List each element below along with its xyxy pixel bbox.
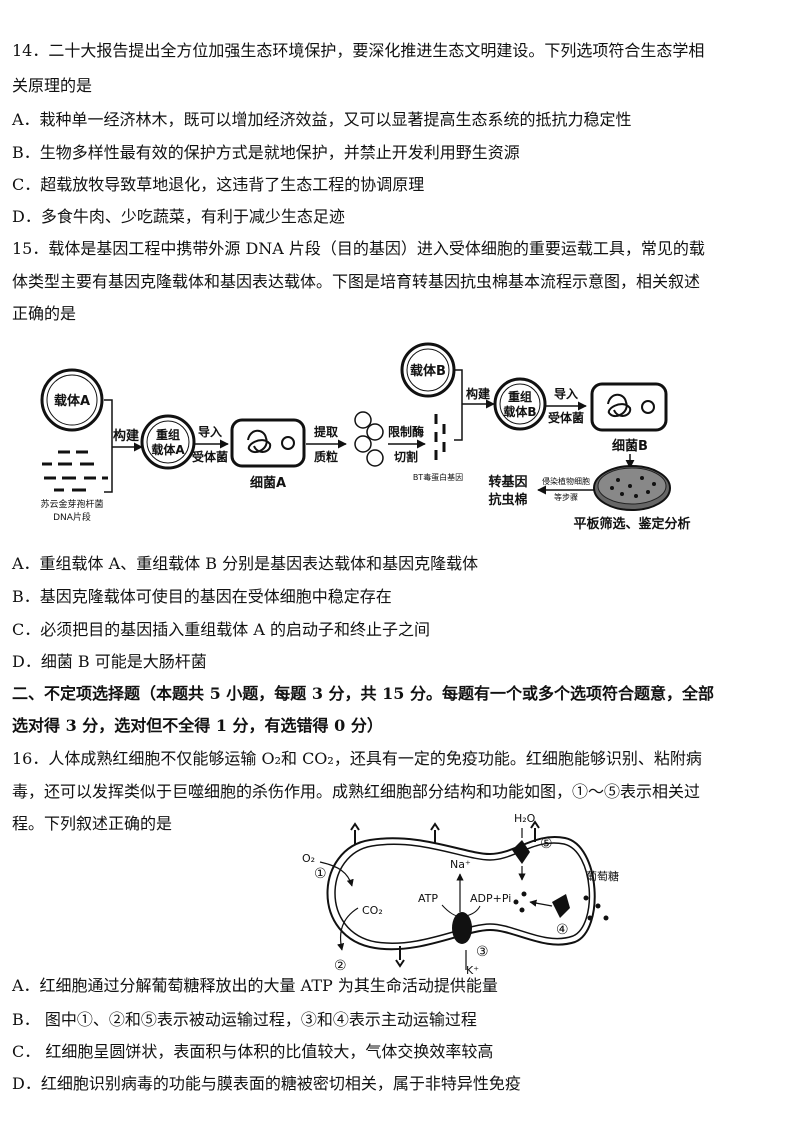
- cell-membrane-outer: [326, 835, 596, 951]
- process-2-label: ②: [334, 958, 347, 974]
- water-channel: [512, 840, 530, 864]
- screen-label: 平板筛选、鉴定分析: [573, 516, 690, 532]
- svg-text:侵染植物细胞: 侵染植物细胞: [542, 476, 590, 486]
- q16-option-b: B． 图中①、②和⑤表示被动运输过程，③和④表示主动运输过程: [12, 1010, 477, 1029]
- q14-option-d: D．多食牛肉、少吃蔬菜，有利于减少生态足迹: [12, 207, 345, 226]
- q15-option-a: A．重组载体 A、重组载体 B 分别是基因表达载体和基因克隆载体: [12, 554, 479, 573]
- q16-red-blood-cell-diagram: O₂ ① CO₂ ② Na⁺ K⁺ ③ ATP ADP+Pi H₂O ⑤ 葡萄糖…: [302, 812, 619, 975]
- q14-stem-line1: 14．二十大报告提出全方位加强生态环境保护，要深化推进生态文明建设。下列选项符合…: [12, 41, 705, 60]
- svg-text:导入: 导入: [198, 424, 222, 439]
- bacteria-b-cell: [590, 382, 668, 432]
- q15-stem-line2: 体类型主要有基因克隆载体和基因表达载体。下图是培育转基因抗虫棉基本流程示意图，相…: [12, 272, 701, 291]
- process-3-label: ③: [476, 944, 489, 960]
- q15-stem-line1: 15．载体是基因工程中携带外源 DNA 片段（目的基因）进入受体细胞的重要运载工…: [12, 239, 705, 258]
- co2-label: CO₂: [362, 904, 383, 917]
- svg-text:重组: 重组: [508, 389, 532, 404]
- build-label-1: 构建: [113, 428, 139, 444]
- q14-option-b: B．生物多样性最有效的保护方式是就地保护，并禁止开发利用野生资源: [12, 143, 520, 162]
- q16-stem-line2: 毒，还可以发挥类似于巨噬细胞的杀伤作用。成熟红细胞部分结构和功能如图，①～⑤表示…: [12, 782, 701, 801]
- q16-stem-line1: 16．人体成熟红细胞不仅能够运输 O₂和 CO₂，还具有一定的免疫功能。红细胞能…: [12, 749, 702, 768]
- q16-stem-line3: 程。下列叙述正确的是: [12, 814, 173, 833]
- q15-flow-diagram: 载体A 苏云金芽孢杆菌 DNA片段 构建 重组 载体A 导入 受体菌 细菌A 提…: [40, 342, 691, 532]
- svg-text:重组: 重组: [156, 427, 180, 442]
- bacteria-a-cell: [230, 418, 306, 468]
- q15-option-b: B．基因克隆载体可使目的基因在受体细胞中稳定存在: [12, 587, 392, 606]
- q15-option-c: C．必须把目的基因插入重组载体 A 的启动子和终止子之间: [12, 620, 430, 639]
- svg-text:载体A: 载体A: [151, 442, 185, 457]
- section2-heading-line1: 二、不定项选择题（本题共 5 小题，每题 3 分，共 15 分。每题有一个或多个…: [12, 684, 714, 703]
- svg-text:导入: 导入: [554, 386, 578, 401]
- cotton-label-line1: 转基因: [488, 474, 527, 490]
- dna-label-line2: DNA片段: [53, 511, 91, 523]
- process-1-label: ①: [314, 866, 327, 882]
- section2-heading-line2: 选对得 3 分，选对但不全得 1 分，有选错得 0 分）: [12, 716, 383, 735]
- glucose-label: 葡萄糖: [586, 869, 619, 883]
- cotton-label-line2: 抗虫棉: [488, 492, 527, 508]
- plasmid-circles: [354, 411, 384, 467]
- q14-stem-line2: 关原理的是: [12, 76, 93, 95]
- glucose-molecules: [513, 891, 609, 921]
- q16-option-c: C． 红细胞呈圆饼状，表面积与体积的比值较大，气体交换效率较高: [12, 1042, 494, 1061]
- q14-option-c: C．超载放牧导致草地退化，这违背了生态工程的协调原理: [12, 175, 425, 194]
- q15-stem-line3: 正确的是: [12, 304, 77, 323]
- vector-a-plasmid: 载体A: [40, 368, 104, 432]
- vector-a-label: 载体A: [54, 393, 90, 409]
- process-5-label: ⑤: [540, 836, 553, 852]
- k-label: K⁺: [466, 964, 479, 975]
- bt-gene-fragments: [434, 414, 446, 460]
- h2o-label: H₂O: [514, 812, 536, 825]
- vector-b-plasmid: 载体B: [400, 342, 456, 398]
- bacteria-a-label: 细菌A: [250, 475, 286, 491]
- q15-option-d: D．细菌 B 可能是大肠杆菌: [12, 652, 207, 671]
- svg-text:受体菌: 受体菌: [192, 449, 228, 464]
- process-4-label: ④: [556, 922, 569, 938]
- dna-fragments: [42, 450, 108, 492]
- build-label-2: 构建: [466, 386, 491, 401]
- na-label: Na⁺: [450, 858, 471, 871]
- surface-receptors: [350, 820, 540, 968]
- q14-option-a: A．栽种单一经济林木，既可以增加经济效益，又可以显著提高生态系统的抵抗力稳定性: [12, 110, 632, 129]
- svg-text:载体B: 载体B: [503, 404, 536, 419]
- svg-text:限制酶: 限制酶: [388, 424, 424, 439]
- recombinant-vector-a: 重组 载体A: [140, 414, 196, 470]
- svg-text:切割: 切割: [394, 449, 418, 464]
- svg-text:受体菌: 受体菌: [548, 410, 584, 425]
- svg-text:提取: 提取: [314, 424, 338, 439]
- adp-label: ADP+Pi: [470, 892, 511, 905]
- culture-plate: [593, 465, 671, 511]
- cell-membrane-inner: [334, 842, 591, 944]
- q16-option-d: D．红细胞识别病毒的功能与膜表面的糖被密切相关，属于非特异性免疫: [12, 1074, 521, 1093]
- bacteria-b-label: 细菌B: [612, 438, 648, 454]
- na-k-pump: [452, 912, 472, 944]
- recombinant-vector-b: 重组 载体B: [493, 377, 547, 431]
- o2-label: O₂: [302, 852, 315, 865]
- glucose-transporter: [552, 894, 570, 918]
- vector-b-label: 载体B: [410, 363, 446, 379]
- svg-text:等步骤: 等步骤: [554, 492, 578, 502]
- svg-text:质粒: 质粒: [314, 449, 338, 464]
- dna-label-line1: 苏云金芽孢杆菌: [40, 498, 103, 510]
- q16-option-a: A．红细胞通过分解葡萄糖释放出的大量 ATP 为其生命活动提供能量: [12, 976, 498, 995]
- atp-label: ATP: [418, 892, 438, 905]
- bt-gene-label: BT毒蛋白基因: [413, 472, 463, 482]
